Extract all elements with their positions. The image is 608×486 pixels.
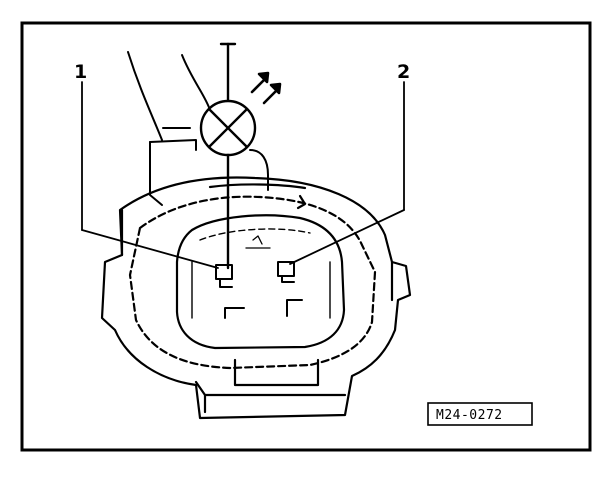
pin-marking [245,235,271,249]
light-ray-arrows-icon [250,71,282,105]
callout-1-label: 1 [74,61,87,83]
reference-code-box [427,402,533,426]
terminal-2 [277,261,295,283]
wire-harness [127,51,211,141]
reference-code: M24-0272 [436,408,503,423]
callout-2-label: 2 [397,61,410,83]
connector-rear-housing [149,127,269,206]
test-lamp-icon [199,42,257,270]
terminal-4 [286,299,303,317]
terminal-3 [224,307,245,319]
leader-line-1 [81,81,219,269]
connector-face [175,214,346,350]
connector-body [100,176,412,420]
figure-frame [20,21,592,452]
leader-line-2 [289,81,405,265]
